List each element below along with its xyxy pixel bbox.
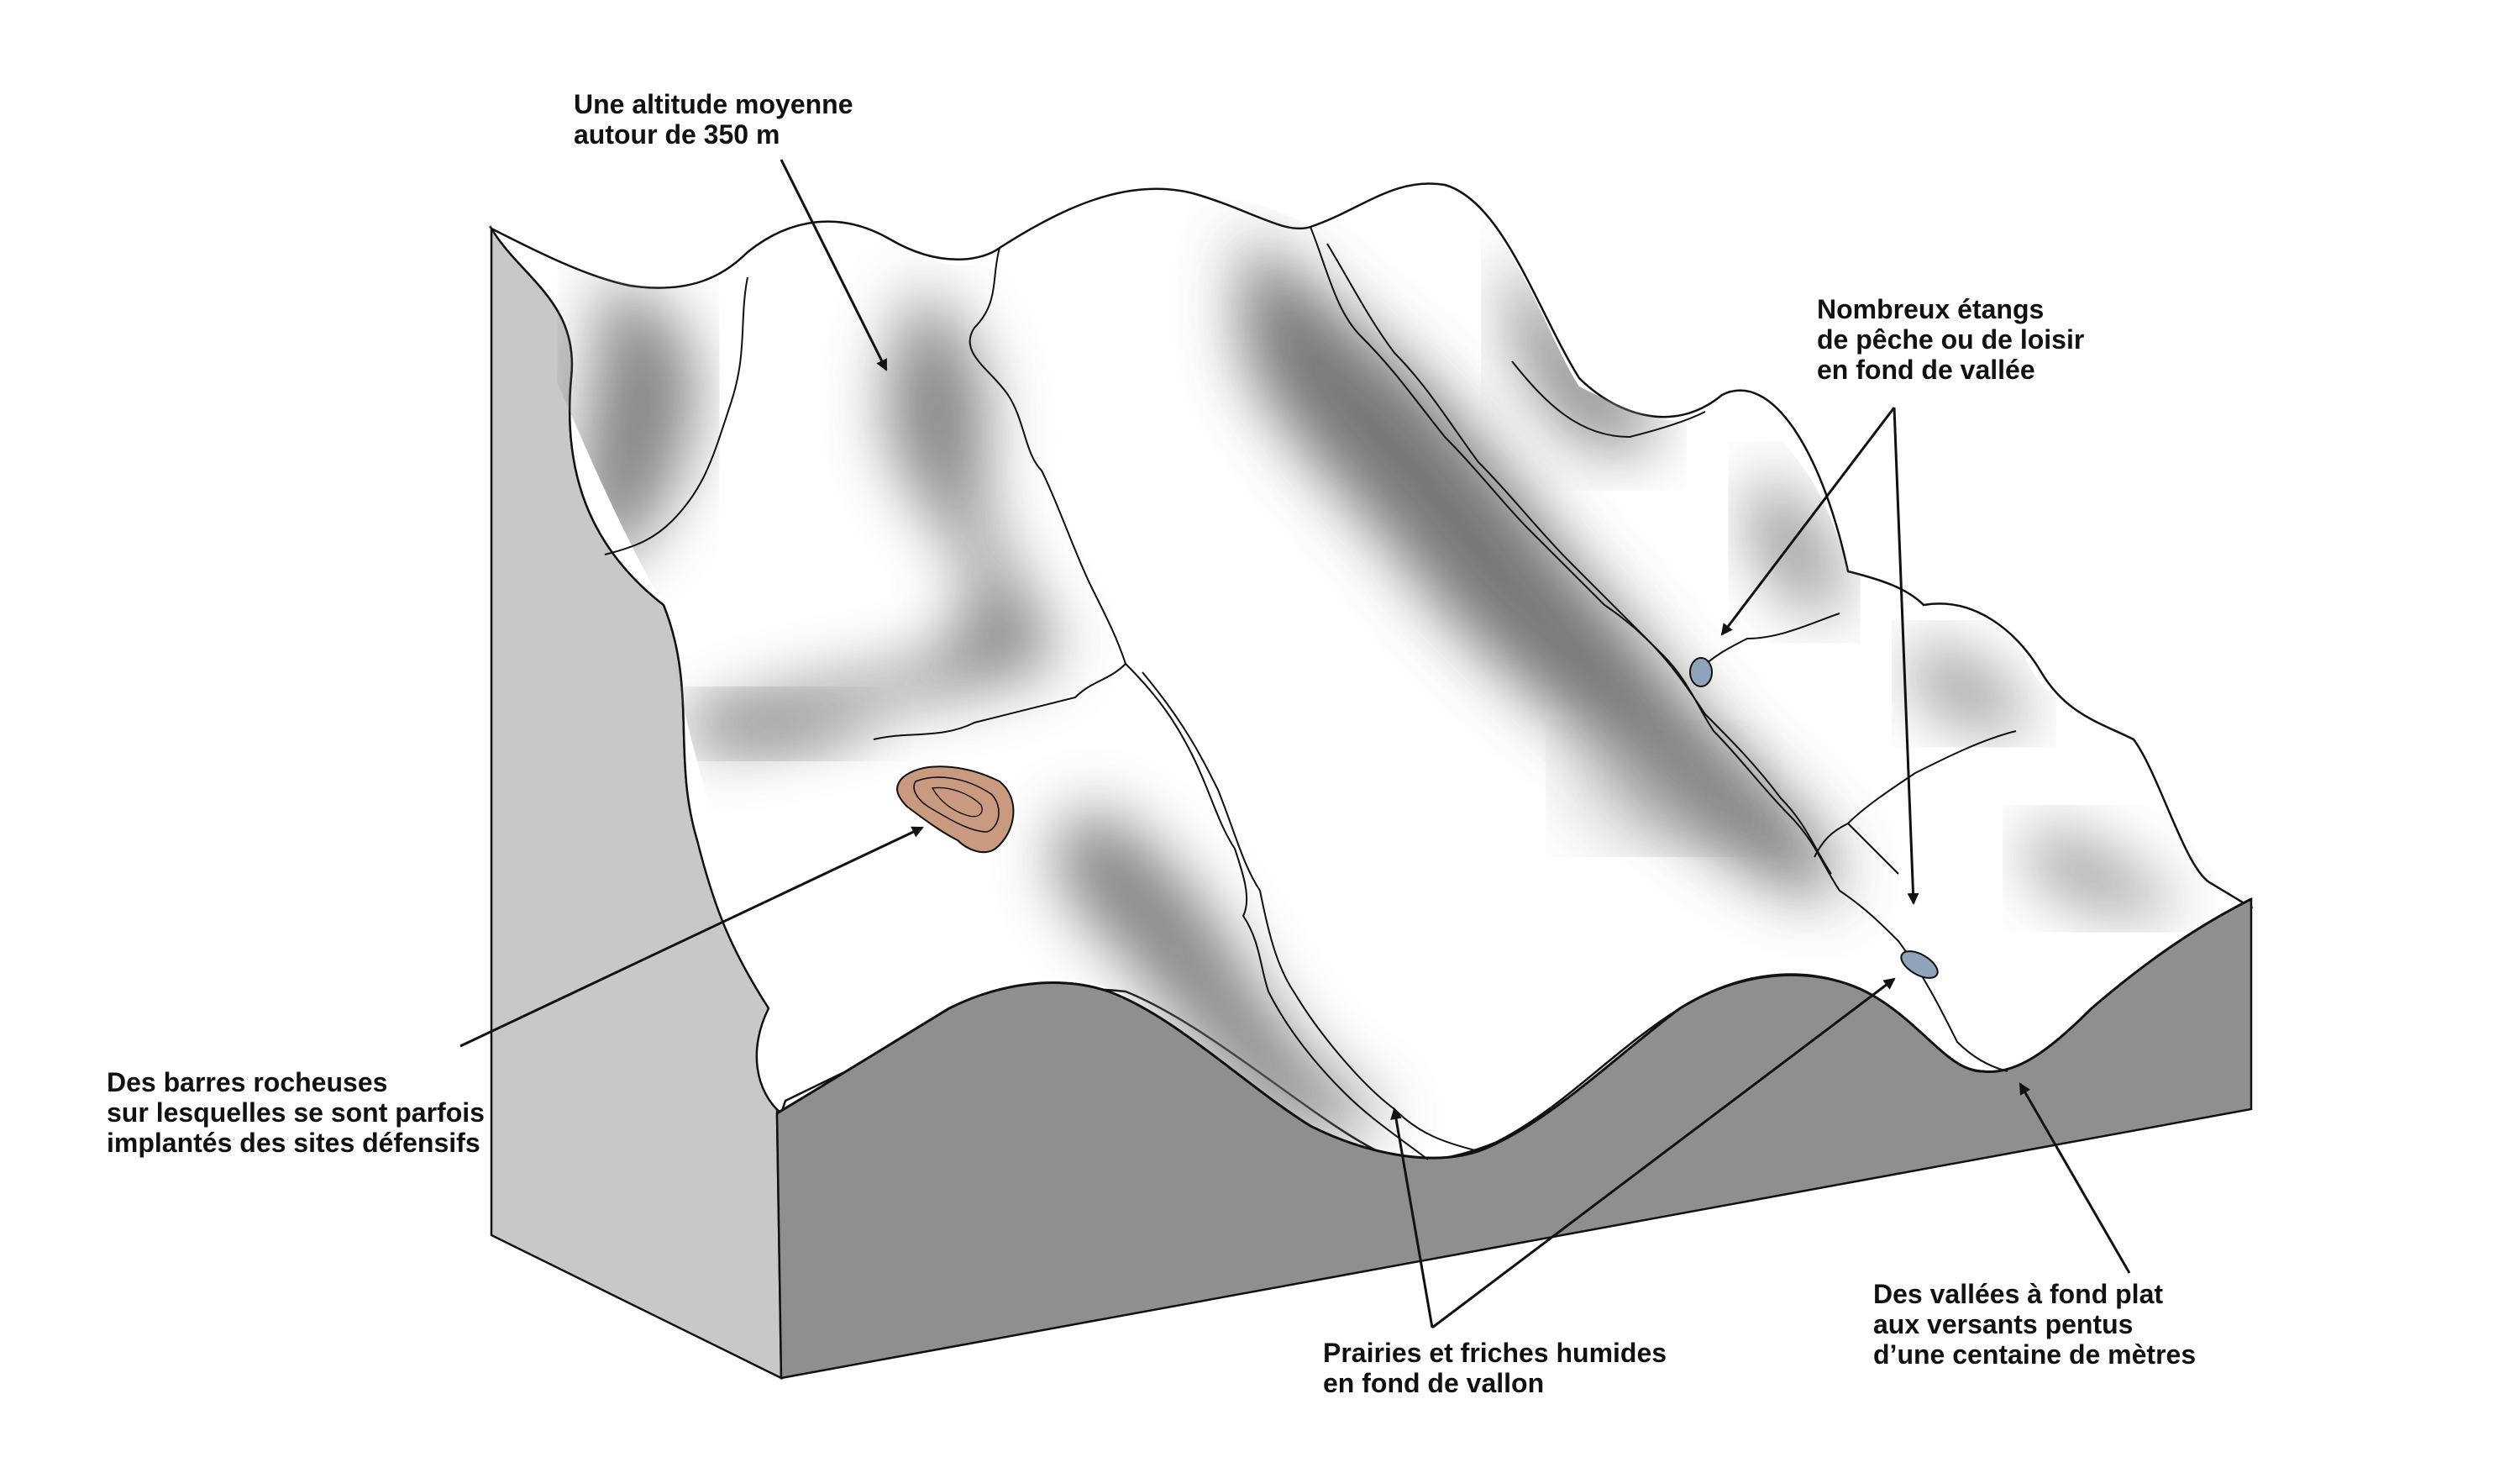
arrow-altitude — [780, 159, 888, 371]
arrow-rocks — [459, 826, 924, 1048]
river-lines — [604, 226, 2017, 1160]
arrow-meadows-right — [1431, 977, 1896, 1329]
label-valleys: Des vallées à fond plat aux versants pen… — [1873, 1279, 2197, 1370]
front-edge — [776, 897, 2252, 1160]
arrow-ponds-upper — [1720, 407, 1896, 636]
pond-lower — [1900, 950, 1939, 979]
label-meadows: Prairies et friches humides en fond de v… — [1323, 1338, 1667, 1398]
arrow-meadows-left — [1390, 1107, 1434, 1328]
label-altitude: Une altitude moyenne autour de 350 m — [574, 89, 853, 150]
label-ponds: Nombreux étangs de pêche ou de loisir en… — [1817, 294, 2085, 385]
pond-upper — [1689, 657, 1713, 687]
label-rocks: Des barres rocheuses sur lesquelles se s… — [107, 1067, 485, 1158]
arrow-valleys — [2019, 1082, 2131, 1274]
rock-bar — [896, 765, 1015, 854]
annotation-arrows — [459, 159, 2131, 1329]
relief-shading — [580, 235, 2184, 1134]
arrow-ponds-lower — [1893, 407, 1919, 905]
